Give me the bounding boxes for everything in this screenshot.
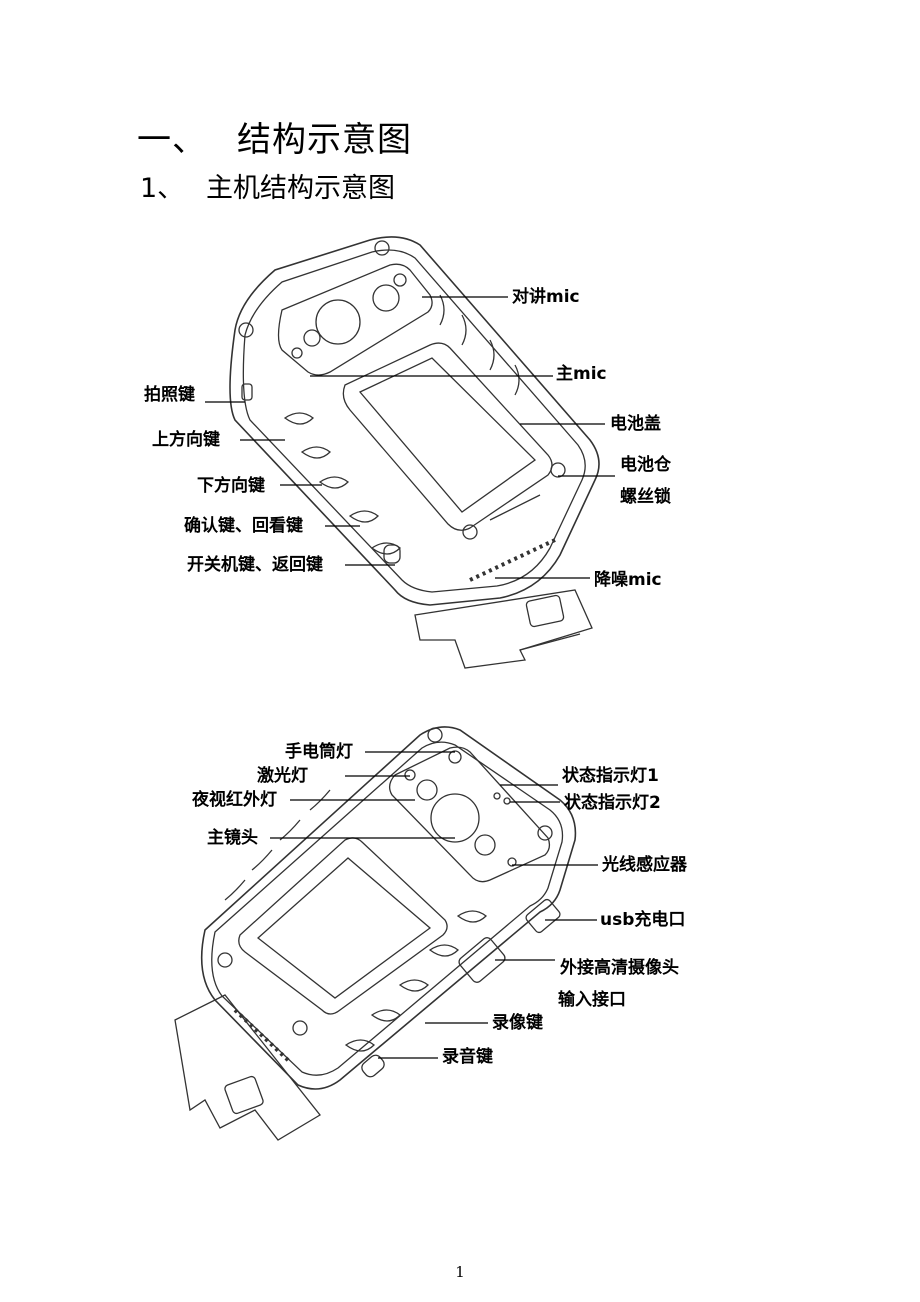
section-title: 结构示意图 [237, 120, 412, 160]
label-battery-lock-2: 螺丝锁 [620, 487, 671, 507]
label-power-key: 开关机键、返回键 [187, 555, 323, 575]
subsection-title: 主机结构示意图 [206, 173, 395, 204]
label-battery-cover: 电池盖 [610, 414, 661, 434]
device-front-view [174, 726, 577, 1141]
label-up-key: 上方向键 [152, 430, 220, 450]
label-flashlight: 手电筒灯 [285, 742, 353, 762]
label-main-lens: 主镜头 [207, 828, 258, 848]
label-ext-camera-1: 外接高清摄像头 [560, 958, 679, 978]
page-number: 1 [455, 1263, 465, 1281]
label-record-video-key: 录像键 [492, 1013, 543, 1033]
device-back-view [229, 236, 600, 669]
label-main-mic: 主mic [556, 364, 607, 384]
label-light-sensor: 光线感应器 [602, 855, 687, 875]
leader-lines-2 [270, 751, 598, 1059]
label-ext-camera-2: 输入接口 [558, 990, 626, 1010]
label-down-key: 下方向键 [197, 476, 265, 496]
label-status-light-2: 状态指示灯2 [564, 793, 661, 813]
section-heading: 一、结构示意图 [137, 112, 412, 161]
label-battery-lock-1: 电池仓 [620, 455, 671, 475]
label-intercom-mic: 对讲mic [512, 287, 580, 307]
label-usb-port: usb充电口 [600, 910, 686, 930]
label-noise-mic: 降噪mic [594, 570, 662, 590]
label-ir-light: 夜视红外灯 [192, 790, 277, 810]
subsection-number: 1、 [140, 173, 185, 204]
label-confirm-key: 确认键、回看键 [184, 516, 303, 536]
label-status-light-1: 状态指示灯1 [562, 766, 659, 786]
label-record-audio-key: 录音键 [442, 1047, 493, 1067]
label-laser: 激光灯 [257, 766, 308, 786]
subsection-heading: 1、主机结构示意图 [140, 166, 395, 205]
leader-lines-1 [205, 296, 615, 579]
label-photo-key: 拍照键 [144, 385, 195, 405]
section-number: 一、 [137, 120, 207, 160]
